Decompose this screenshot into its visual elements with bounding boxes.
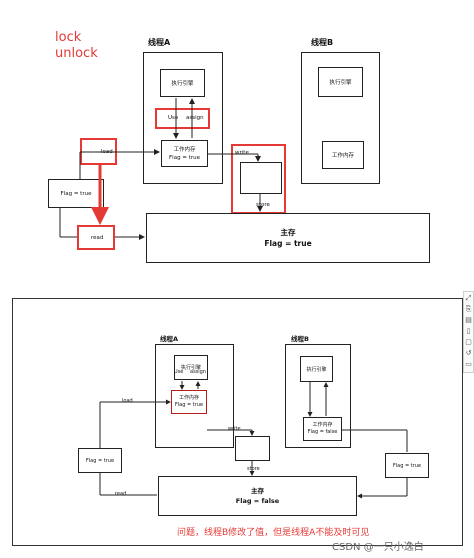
read-label: read [91, 235, 104, 241]
assign-label-bottom: assign [190, 369, 207, 375]
exec-engine-a-bottom: 执行引擎 [174, 355, 208, 380]
watermark: CSDN @一只小逸白 [332, 542, 424, 553]
write-label: write [235, 150, 249, 156]
work-memory-b: 工作内存 [322, 141, 364, 169]
problem-caption: 问题，线程B修改了值，但是线程A不能及时可见 [177, 528, 370, 538]
use-assign-highlight [155, 108, 210, 129]
use-label: Use [168, 115, 179, 121]
thread-b-title-bottom: 线程B [291, 335, 309, 343]
store-label-bottom: store [247, 466, 260, 472]
unlock-label: unlock [55, 46, 98, 61]
history-icon[interactable]: ↺ [465, 349, 472, 357]
load-label-bottom: load [122, 398, 133, 404]
transfer-box-bottom [235, 436, 270, 461]
flag-true-box: Flag = true [48, 179, 104, 208]
read-highlight [77, 225, 115, 250]
comment-icon[interactable]: ▭ [465, 360, 472, 368]
exec-engine-a: 执行引擎 [160, 69, 205, 97]
copy-icon[interactable]: ⎘ [465, 305, 472, 313]
expand-icon[interactable]: ⤢ [465, 294, 472, 302]
thread-a-title: 线程A [148, 38, 171, 47]
work-memory-a: 工作内存 Flag = true [161, 140, 208, 167]
flag-true-right-box: Flag = true [385, 453, 429, 478]
main-memory: 主存 Flag = true [146, 213, 430, 263]
write-label-bottom: write [228, 426, 241, 432]
use-label-bottom: Use [174, 369, 184, 375]
work-memory-a-bottom: 工作内存 Flag = true [171, 390, 207, 414]
main-memory-bottom: 主存 Flag = false [158, 476, 357, 516]
store-label: store [256, 202, 270, 208]
assign-label: assign [186, 115, 204, 121]
top-connectors [59, 98, 263, 240]
file-icon[interactable]: ▢ [465, 338, 472, 346]
side-toolbar: ⤢ ⎘ ▤ ▯ ▢ ↺ ▭ [463, 291, 474, 373]
document-icon[interactable]: ▤ [465, 316, 472, 324]
page-icon[interactable]: ▯ [466, 327, 471, 335]
read-label-bottom: read [115, 491, 127, 497]
exec-engine-b-bottom: 执行引擎 [300, 356, 333, 382]
exec-engine-b: 执行引擎 [318, 67, 363, 97]
thread-b-title: 线程B [311, 38, 334, 47]
work-memory-b-bottom: 工作内存 Flag = false [303, 417, 342, 441]
transfer-box [240, 162, 282, 194]
thread-a-title-bottom: 线程A [160, 335, 179, 343]
lock-label: lock [55, 30, 82, 45]
flag-true-left-box: Flag = true [78, 448, 122, 473]
